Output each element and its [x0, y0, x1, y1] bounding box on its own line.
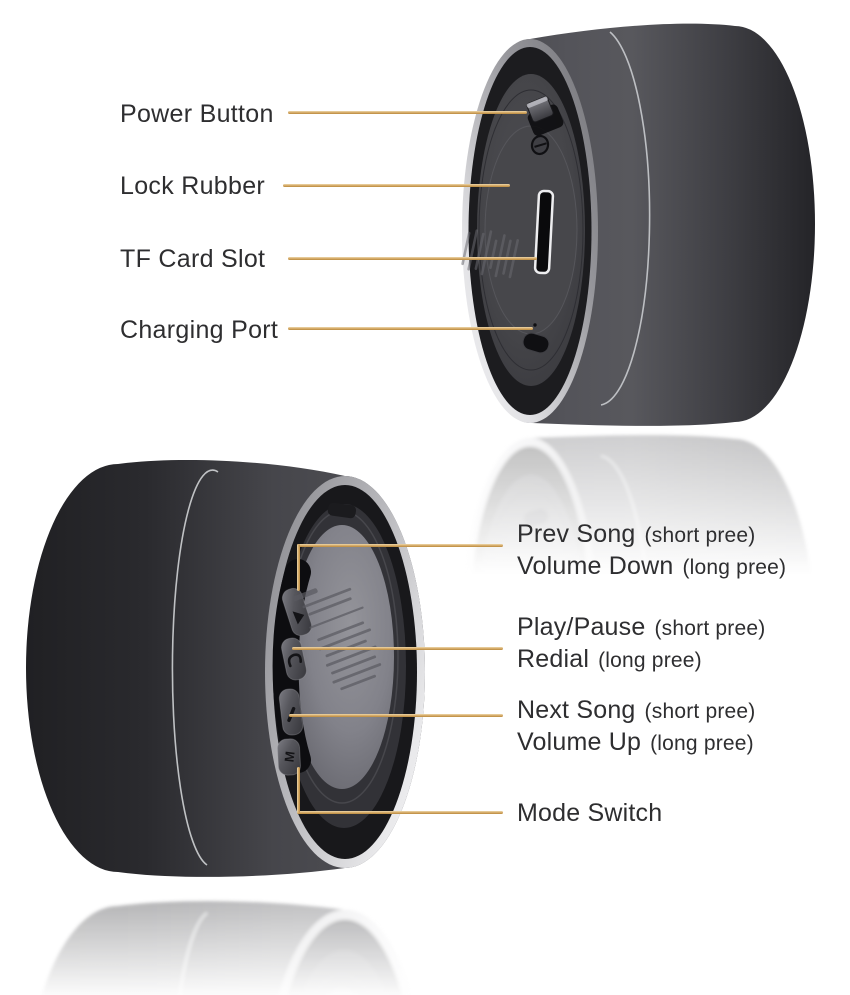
printed-spec-text — [461, 229, 520, 279]
leader-line-prev-song — [297, 544, 503, 547]
leader-line-lock-rubber — [283, 184, 510, 187]
plate-center-cap — [484, 125, 578, 335]
label-power-button: Power Button — [120, 100, 274, 128]
power-slider-edge — [327, 502, 357, 519]
callout-line: Redial(long pree) — [517, 645, 702, 673]
callout-prev-song-volume-down: Prev Song(short pree) Volume Down(long p… — [517, 519, 786, 583]
leader-line-tf-card-slot — [288, 257, 537, 260]
body-seam-highlight — [600, 31, 651, 406]
leader-line-prev-song-vertical — [297, 544, 300, 591]
mic-hole — [533, 323, 537, 327]
bottom-speaker-reflection — [26, 901, 425, 995]
speaker-bottom-back-view: M — [26, 460, 425, 877]
tf-card-slot — [533, 189, 555, 275]
callout-line: Mode Switch — [517, 799, 663, 827]
callout-next-song-volume-up: Next Song(short pree) Volume Up(long pre… — [517, 695, 756, 759]
callout-line: Next Song(short pree) — [517, 696, 756, 724]
body-seam-highlight — [171, 469, 219, 866]
callout-line: Volume Up(long pree) — [517, 728, 754, 756]
speaker-top-back-view — [461, 23, 815, 426]
callout-line: Play/Pause(short pree) — [517, 613, 766, 641]
lock-rubber-screw — [530, 134, 550, 156]
leader-line-mode-switch — [297, 811, 503, 814]
mode-button-label: M — [281, 750, 297, 763]
callout-mode-switch: Mode Switch — [517, 798, 662, 829]
leader-line-power-button — [288, 111, 527, 114]
prev-button — [281, 587, 313, 637]
leader-line-play-pause — [292, 647, 503, 650]
prev-icon — [292, 611, 305, 625]
label-lock-rubber: Lock Rubber — [120, 172, 266, 200]
charging-port — [522, 332, 550, 354]
leader-line-charging-port — [288, 327, 533, 330]
callout-play-pause-redial: Play/Pause(short pree) Redial(long pree) — [517, 612, 765, 676]
label-tf-card-slot: TF Card Slot — [120, 245, 266, 273]
redial-icon — [287, 653, 303, 668]
plate-groove — [478, 89, 584, 371]
leader-line-next-song — [289, 714, 503, 717]
callout-line: Volume Down(long pree) — [517, 552, 787, 580]
printed-spec-text — [292, 587, 382, 691]
leader-line-mode-switch-vertical — [297, 767, 300, 813]
mode-button: M — [277, 738, 301, 776]
label-charging-port: Charging Port — [120, 316, 279, 344]
callout-line: Prev Song(short pree) — [517, 520, 756, 548]
power-slider-button — [526, 96, 564, 136]
